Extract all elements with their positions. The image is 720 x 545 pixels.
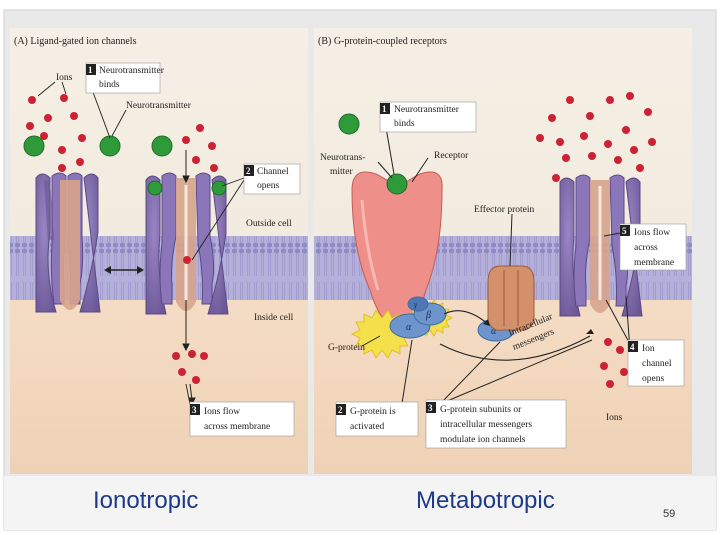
ion-channel-b: [559, 174, 643, 317]
ionotropic-caption: Ionotropic: [93, 487, 199, 514]
svg-text:binds: binds: [99, 80, 120, 90]
step3-callout-a: 3 Ions flow across membrane: [189, 401, 295, 437]
svg-text:4: 4: [630, 342, 635, 352]
effector-protein: [487, 265, 535, 331]
alpha-subunit-label: α: [406, 322, 412, 333]
step5-callout-b: 5 Ions flow across membrane: [619, 223, 687, 271]
svg-text:across membrane: across membrane: [204, 422, 270, 432]
svg-text:membrane: membrane: [634, 258, 674, 268]
leaders-b: [361, 115, 631, 417]
step1-callout-b: 1 Neurotransmitter binds: [379, 101, 477, 133]
metabotropic-caption: Metabotropic: [416, 487, 555, 514]
ions-intracellular-b: [600, 338, 628, 388]
neurotransmitter-label-a: Neurotransmitter: [126, 101, 192, 111]
svg-text:opens: opens: [642, 374, 664, 384]
g-protein-complex: α β γ: [351, 296, 453, 359]
ion-channel-open: [145, 172, 229, 315]
outside-cell-label: Outside cell: [246, 219, 292, 229]
svg-text:3: 3: [192, 405, 197, 415]
neurotransmitters-a: [23, 135, 173, 157]
neurotransmitter-label-b2: mitter: [330, 167, 354, 177]
svg-text:opens: opens: [257, 181, 279, 191]
svg-text:1: 1: [382, 104, 387, 114]
panel-b-title: (B) G-protein-coupled receptors: [318, 36, 447, 47]
svg-text:binds: binds: [394, 119, 415, 129]
effector-protein-label: Effector protein: [474, 204, 534, 215]
gamma-subunit-label: γ: [414, 300, 418, 309]
gpcr-receptor: [351, 171, 443, 331]
ions-extracellular-b: [536, 92, 656, 182]
beta-subunit-label: β: [425, 310, 431, 321]
neurotransmitter-label-b1: Neurotrans-: [320, 153, 365, 163]
step2-callout-b: 2 G-protein is activated: [335, 401, 419, 437]
svg-text:3: 3: [428, 403, 433, 413]
step3-callout-b: 3 G-protein subunits or intracellular me…: [425, 399, 567, 449]
panel-a: (A) Ligand-gated ion channels Ions 1 Neu…: [10, 28, 308, 474]
slide-number: 59: [663, 508, 676, 520]
bound-neurotransmitter-b: [386, 173, 408, 195]
svg-text:activated: activated: [350, 422, 385, 432]
svg-text:α: α: [491, 326, 497, 337]
step1-callout-a: 1 Neurotransmitter binds: [85, 62, 165, 94]
step2-callout-a: 2 Channel opens: [243, 163, 301, 195]
g-protein-label: G-protein: [328, 343, 365, 353]
svg-text:G-protein is: G-protein is: [350, 407, 396, 417]
svg-text:1: 1: [88, 65, 93, 75]
bound-neurotransmitter-left: [147, 180, 163, 196]
svg-text:G-protein subunits or: G-protein subunits or: [440, 405, 522, 415]
receptor-label: Receptor: [434, 151, 469, 161]
panel-a-title: (A) Ligand-gated ion channels: [14, 36, 137, 47]
flow-arrows-a: [182, 150, 196, 406]
svg-text:Neurotransmitter: Neurotransmitter: [394, 105, 460, 115]
svg-text:channel: channel: [642, 359, 672, 369]
svg-text:intracellular messengers: intracellular messengers: [440, 420, 532, 430]
free-neurotransmitter-b: [338, 113, 360, 135]
svg-text:Ions flow: Ions flow: [634, 227, 670, 238]
svg-text:5: 5: [622, 226, 627, 236]
ions-label-a: Ions: [56, 73, 73, 83]
inside-cell-label: Inside cell: [254, 313, 294, 323]
panel-b: α β γ α: [314, 28, 692, 474]
ion-channel-closed: [35, 172, 101, 313]
caption-band: [4, 476, 716, 530]
step4-callout-b: 4 Ion channel opens: [627, 339, 685, 387]
bound-neurotransmitter-right: [211, 180, 227, 196]
svg-text:Ions flow: Ions flow: [204, 406, 240, 417]
svg-text:Neurotransmitter: Neurotransmitter: [99, 66, 165, 76]
svg-text:across: across: [634, 243, 658, 253]
svg-text:Ion: Ion: [642, 344, 655, 354]
svg-text:modulate ion channels: modulate ion channels: [440, 435, 526, 445]
svg-text:2: 2: [338, 405, 343, 415]
lateral-arrow: [104, 266, 144, 274]
svg-text:2: 2: [246, 166, 251, 176]
ions-extracellular-a: [26, 94, 218, 172]
ions-intracellular-a: [172, 350, 208, 384]
svg-text:Channel: Channel: [257, 167, 289, 177]
ions-label-b: Ions: [606, 413, 623, 423]
